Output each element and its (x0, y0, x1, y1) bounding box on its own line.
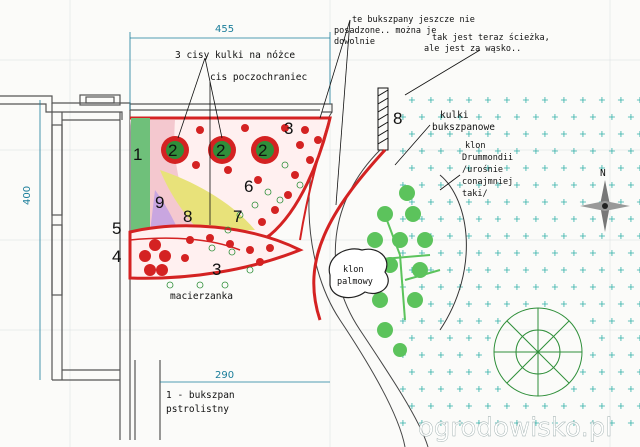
yew-balls (161, 136, 279, 164)
dimension-lines (39, 32, 331, 383)
legend-line-1: 1 - bukszpan (166, 390, 235, 401)
compass-north-label: N (600, 168, 606, 179)
lower-bed (128, 224, 304, 280)
red-plant-dots (181, 124, 322, 266)
drummondii-outline (439, 174, 467, 331)
label-kulki-2: bukszpanowe (432, 122, 495, 133)
small-green-circles (166, 161, 304, 289)
dimension-left: 400 (22, 186, 33, 205)
number-5: 5 (112, 219, 121, 238)
zone-7 (160, 170, 255, 232)
compass-rose (580, 180, 630, 232)
palm-maple-outline (328, 248, 389, 299)
path-edge-red (312, 148, 387, 321)
number-4: 4 (112, 247, 121, 266)
number-2c: 2 (258, 141, 267, 160)
label-kulki-1: kulki (440, 110, 469, 121)
label-macierzanka: macierzanka (170, 291, 233, 302)
label-klon-2: Drummondii (462, 153, 513, 163)
number-8a: 8 (183, 207, 192, 226)
label-klon-3: /urośnie (462, 164, 503, 175)
legend-line-2: pstrolistny (166, 404, 229, 415)
number-3a: 3 (284, 119, 293, 138)
label-bukszpany-3: dowolnie (334, 37, 375, 47)
label-yew-balls: 3 cisy kulki na nóżce (175, 50, 295, 61)
leader-lines (177, 19, 481, 225)
label-cis-poczochraniec: cis poczochraniec (210, 72, 307, 83)
number-3b: 3 (212, 260, 221, 279)
number-6: 6 (244, 177, 253, 196)
wall-segment (377, 87, 389, 151)
number-8b: 8 (393, 109, 402, 128)
label-klon-5: taki/ (462, 189, 488, 199)
number-7: 7 (233, 207, 242, 226)
label-sciezka-2: ale jest za wąsko.. (424, 44, 521, 54)
label-palm-maple-1: klon (343, 265, 363, 275)
number-2b: 2 (216, 141, 225, 160)
flower-4 (139, 239, 171, 276)
label-bukszpany-1: te bukszpany jeszcze nie (352, 15, 475, 25)
lawn-pattern (399, 97, 640, 426)
number-9: 9 (155, 193, 164, 212)
label-bukszpany-2: posadzone.. można je (334, 26, 436, 36)
dimension-bottom: 290 (215, 370, 234, 381)
label-klon-1: klon (465, 141, 485, 151)
watermark: ogrodowisko.pl (418, 413, 612, 443)
tree-symbol (493, 307, 583, 397)
zone-1-boxwood (131, 118, 150, 233)
number-1: 1 (133, 145, 142, 164)
number-2a: 2 (168, 141, 177, 160)
zone-purple (150, 190, 180, 232)
label-palm-maple-2: palmowy (337, 277, 373, 287)
label-klon-4: conajmniej (462, 177, 513, 187)
dimension-top: 455 (215, 24, 234, 35)
bed-edge-red (299, 117, 331, 241)
house-walls (0, 94, 333, 440)
label-sciezka-1: tak jest teraz ścieżka, (432, 32, 550, 43)
